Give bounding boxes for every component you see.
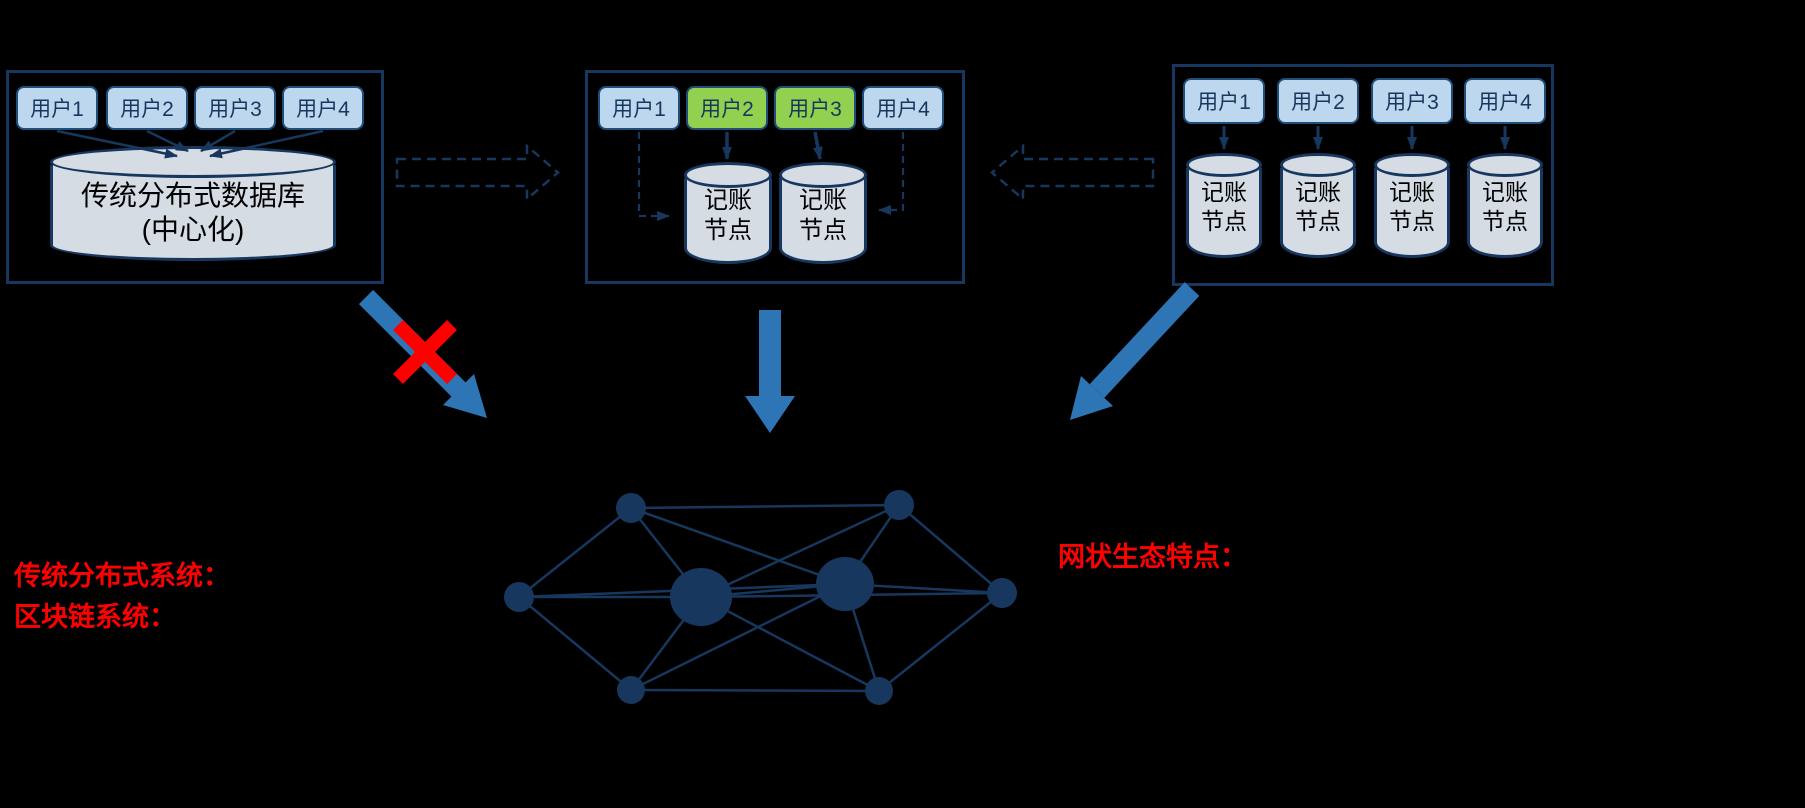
blue-arrow-right	[1070, 282, 1200, 420]
user-chip: 用户3	[194, 86, 276, 130]
blue-arrow-middle	[745, 310, 795, 433]
cylinder-top-ellipse	[684, 162, 772, 188]
ledger-node-label-line2: 节点	[1482, 207, 1528, 234]
database-label-line2: (中心化)	[141, 213, 245, 245]
mesh-hub-node	[670, 568, 732, 626]
blue-arrow-left	[358, 289, 487, 418]
ledger-node-label-line1: 记账	[1201, 179, 1247, 205]
mesh-nodes	[504, 490, 1017, 705]
database-cylinder: 传统分布式数据库 (中心化)	[50, 146, 336, 261]
user-chip: 用户1	[1183, 78, 1265, 124]
mesh-node	[865, 677, 893, 705]
database-label-line1: 传统分布式数据库	[80, 180, 305, 211]
mesh-node	[616, 493, 646, 523]
cylinder-top-ellipse	[1186, 153, 1262, 177]
red-x-icon	[393, 320, 457, 384]
dashed-block-arrow-left-icon	[990, 143, 1155, 202]
ledger-node-label-line2: 节点	[704, 217, 752, 244]
ledger-node-label-line2: 节点	[1389, 207, 1435, 234]
ledger-node-label-line1: 记账	[1389, 179, 1435, 205]
cylinder-top-ellipse	[1374, 153, 1450, 177]
cylinder-top-ellipse	[779, 162, 867, 188]
ledger-node-label-line1: 记账	[799, 187, 847, 214]
user-chip: 用户4	[862, 86, 944, 130]
mesh-network	[504, 490, 1017, 705]
thick-blue-arrows	[358, 282, 1200, 433]
mesh-node	[884, 490, 914, 520]
caption-mesh-ecosystem: 网状生态特点：	[1058, 542, 1247, 572]
user-chip-green: 用户2	[686, 86, 768, 130]
ledger-node-label-line2: 节点	[1201, 207, 1247, 234]
left-caption-block: 传统分布式系统： 区块链系统：	[14, 556, 230, 638]
ledger-node-cylinder: 记账 节点	[684, 162, 772, 264]
mesh-edges	[518, 503, 1003, 693]
ledger-node-cylinder: 记账 节点	[779, 162, 867, 264]
caption-blockchain-system: 区块链系统：	[14, 602, 176, 632]
traditional-db-panel: 用户1 用户2 用户3 用户4 传统分布式数据库 (中心化)	[6, 70, 384, 284]
mesh-node	[987, 578, 1017, 608]
user-chip: 用户2	[106, 86, 188, 130]
user-chip-green: 用户3	[774, 86, 856, 130]
blockchain-all-node-panel: 用户1 用户2 用户3 用户4 记账 节点 记账 节点 记账 节点	[1172, 64, 1554, 286]
mesh-hub-node	[816, 557, 874, 611]
caption-traditional-system: 传统分布式系统：	[14, 561, 230, 591]
ledger-node-label-line1: 记账	[704, 187, 752, 214]
ledger-node-cylinder: 记账 节点	[1374, 153, 1450, 258]
user-chip: 用户4	[1464, 78, 1546, 124]
ledger-node-cylinder: 记账 节点	[1186, 153, 1262, 258]
mesh-node	[504, 582, 534, 612]
cylinder-top-ellipse	[1280, 153, 1356, 177]
ledger-node-cylinder: 记账 节点	[1467, 153, 1543, 258]
dashed-block-arrow-right-icon	[395, 143, 560, 202]
ledger-node-label-line2: 节点	[799, 217, 847, 244]
cylinder-top-ellipse	[1467, 153, 1543, 177]
user-chip: 用户1	[598, 86, 680, 130]
user-chip: 用户4	[282, 86, 364, 130]
ledger-node-label-line2: 节点	[1295, 207, 1341, 234]
ledger-node-cylinder: 记账 节点	[1280, 153, 1356, 258]
blockchain-two-node-panel: 用户1 用户2 用户3 用户4 记账 节点 记账 节点	[585, 70, 965, 284]
mesh-node	[617, 676, 645, 704]
user-chip: 用户2	[1277, 78, 1359, 124]
user-chip: 用户1	[16, 86, 98, 130]
user-chip: 用户3	[1371, 78, 1453, 124]
ledger-node-label-line1: 记账	[1482, 179, 1528, 205]
ledger-node-label-line1: 记账	[1295, 179, 1341, 205]
